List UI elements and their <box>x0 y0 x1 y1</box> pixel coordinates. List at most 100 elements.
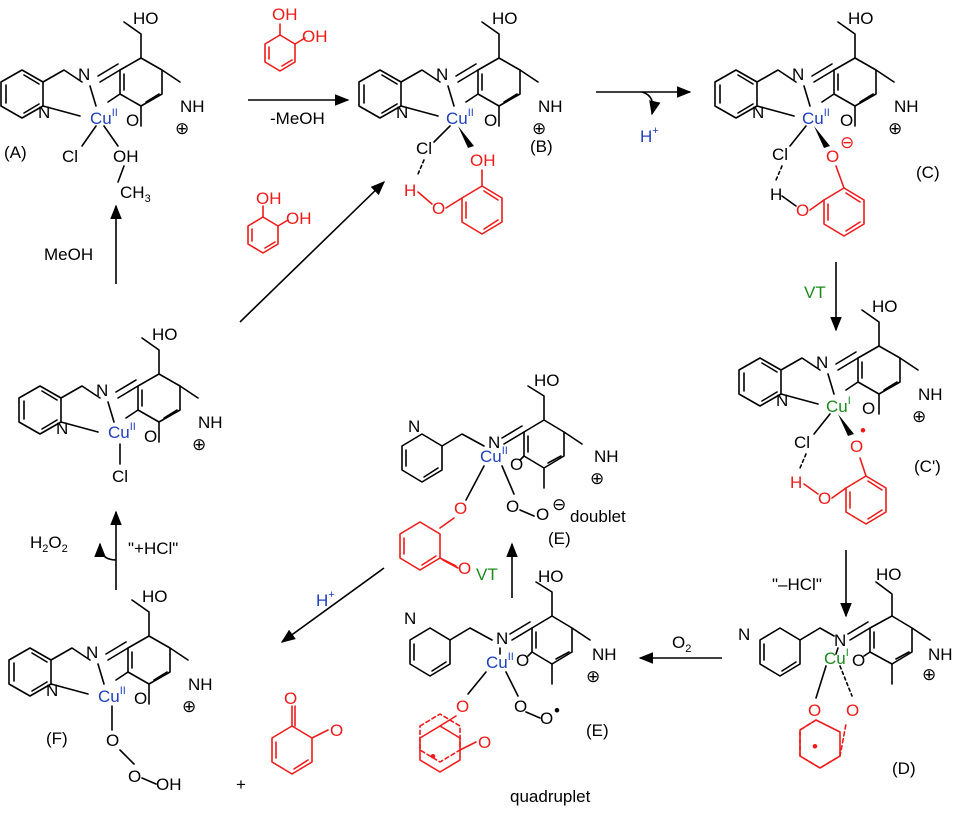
svg-text:N: N <box>816 353 828 372</box>
svg-text:O: O <box>330 721 343 740</box>
copper-center: CuII <box>486 651 514 672</box>
label-E-quadruplet: (E) <box>586 721 609 740</box>
svg-text:O: O <box>514 697 527 716</box>
label-C: (C) <box>916 163 940 182</box>
complex-B: HO N N CuII O NH ⊕ (B) Cl OH H O <box>358 9 563 235</box>
svg-text:N: N <box>396 103 408 122</box>
svg-text:O: O <box>510 455 523 474</box>
quadruplet-label: quadruplet <box>510 787 591 806</box>
svg-text:O: O <box>536 505 549 524</box>
svg-text:HO: HO <box>152 325 178 344</box>
complex-Cprime: HO N N CuI O NH ⊕ (C') Cl O • H O <box>738 297 943 525</box>
svg-text:⊕: ⊕ <box>912 407 926 426</box>
copper-I-center: CuI <box>824 647 849 668</box>
svg-text:O: O <box>850 437 863 456</box>
svg-text:HO: HO <box>534 371 560 390</box>
svg-text:Cl: Cl <box>794 433 810 452</box>
oxygen-label: O2 <box>672 633 691 655</box>
svg-text:O: O <box>796 201 809 220</box>
svg-text:⊕: ⊕ <box>590 469 604 488</box>
copper-center: CuII <box>90 107 118 128</box>
pyridine-n: N <box>38 103 50 122</box>
label-B: (B) <box>530 137 553 156</box>
label-Cprime: (C') <box>914 457 941 476</box>
complex-F: HO N N CuII O NH ⊕ (F) O O OH + <box>8 587 246 794</box>
benzoquinone-product: O O <box>271 689 343 775</box>
svg-text:⊕: ⊕ <box>192 435 206 454</box>
copper-center: CuII <box>446 107 474 128</box>
svg-text:O: O <box>484 111 497 130</box>
label-F: (F) <box>46 729 68 748</box>
phenolate-o: O <box>126 111 139 130</box>
label-D: (D) <box>892 759 916 778</box>
copper-center: CuII <box>802 107 830 128</box>
svg-text:O: O <box>456 697 469 716</box>
svg-text:O: O <box>144 427 157 446</box>
svg-text:N: N <box>56 419 68 438</box>
svg-text:NH: NH <box>198 413 223 432</box>
proton-release-arrow <box>641 91 661 116</box>
svg-text:N: N <box>96 381 108 400</box>
svg-text:NH: NH <box>538 97 563 116</box>
svg-text:O: O <box>454 499 467 518</box>
methanol-oh: OH <box>113 147 139 166</box>
svg-text:OH: OH <box>286 209 312 228</box>
svg-text:⊕: ⊕ <box>922 665 936 684</box>
svg-text:O: O <box>506 497 519 516</box>
svg-text:O: O <box>134 689 147 708</box>
imine-n: N <box>78 65 90 84</box>
svg-text:N: N <box>86 643 98 662</box>
vt-label-1: VT <box>804 283 826 302</box>
svg-text:O: O <box>808 701 821 720</box>
svg-text:N: N <box>408 417 420 436</box>
svg-text:N: N <box>752 103 764 122</box>
svg-text:OH: OH <box>272 5 298 24</box>
svg-text:O: O <box>840 111 853 130</box>
label-A: (A) <box>4 143 27 162</box>
svg-text:N: N <box>738 625 750 644</box>
svg-text:NH: NH <box>928 645 953 664</box>
svg-text:O: O <box>862 399 875 418</box>
svg-text:HO: HO <box>872 297 898 316</box>
chloride: Cl <box>62 147 78 166</box>
svg-text:N: N <box>488 433 500 452</box>
arrow-resting-to-B <box>239 180 386 323</box>
plus-sign: + <box>236 775 246 794</box>
complex-E-doublet: N N HO NH ⊕ O CuII O O ⊖ doublet (E) O O <box>399 371 626 578</box>
methanol-label: MeOH <box>44 245 93 264</box>
complex-C: HO N N CuII O NH ⊕ (C) Cl O ⊖ H O <box>714 9 940 237</box>
vt-label-2: VT <box>476 565 498 584</box>
minus-methanol-label: -MeOH <box>270 109 325 128</box>
copper-center: CuII <box>98 685 126 706</box>
svg-text:•: • <box>554 701 560 720</box>
doublet-label: doublet <box>570 507 626 526</box>
svg-text:N: N <box>436 65 448 84</box>
proton-label-2: H+ <box>316 589 335 610</box>
svg-text:N: N <box>404 609 416 628</box>
svg-text:HO: HO <box>876 565 902 584</box>
proton-label: H+ <box>640 125 659 146</box>
complex-E-quadruplet: N N HO NH ⊕ O CuII O O • O • O (E) quadr… <box>404 567 617 806</box>
catechol-reagent-middle: OH OH <box>247 189 312 254</box>
minus-charge: ⊖ <box>840 133 854 152</box>
svg-text:O: O <box>852 651 865 670</box>
svg-text:•: • <box>812 737 818 756</box>
label-E-doublet: (E) <box>548 529 571 548</box>
complex-D: N N HO NH ⊕ O CuI O O • (D) <box>738 565 953 778</box>
svg-text:HO: HO <box>142 587 168 606</box>
svg-text:N: N <box>46 681 58 700</box>
arrow-E-to-F <box>280 567 385 643</box>
copper-center: CuII <box>108 421 136 442</box>
svg-text:Cl: Cl <box>112 467 128 486</box>
svg-text:HO: HO <box>492 9 518 28</box>
svg-text:NH: NH <box>188 675 213 694</box>
svg-text:HO: HO <box>538 567 564 586</box>
svg-text:O: O <box>458 559 471 578</box>
svg-text:OH: OH <box>156 775 182 794</box>
pyridinium-nh: NH <box>180 97 205 116</box>
plus-charge: ⊕ <box>175 119 189 138</box>
hydroxymethyl-label: HO <box>133 9 159 28</box>
svg-text:OH: OH <box>256 189 282 208</box>
svg-text:O: O <box>478 733 491 752</box>
